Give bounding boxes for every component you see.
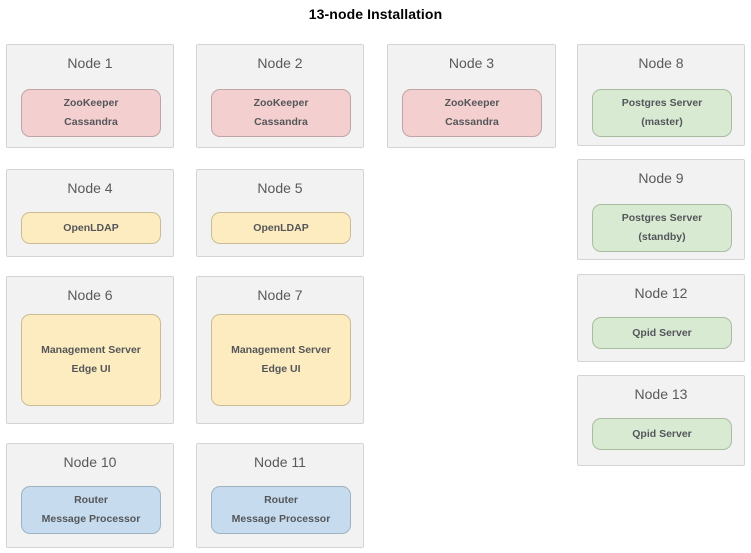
service-label: (master) xyxy=(641,116,683,128)
node-label: Node 5 xyxy=(257,180,303,196)
node-label: Node 7 xyxy=(257,287,303,303)
service-label: (standby) xyxy=(638,231,686,243)
node-label: Node 8 xyxy=(638,55,684,71)
node-label: Node 13 xyxy=(634,386,688,402)
service-box: OpenLDAP xyxy=(211,212,351,244)
service-label: Qpid Server xyxy=(632,427,692,440)
node-label: Node 4 xyxy=(67,180,113,196)
service-label: Router xyxy=(74,494,108,506)
page-title: 13-node Installation xyxy=(308,6,443,22)
service-box: Qpid Server xyxy=(592,418,732,450)
service-label: ZooKeeper xyxy=(253,97,309,109)
service-box: Postgres Server (standby) xyxy=(592,204,732,252)
node-box: Node 12 Qpid Server xyxy=(577,274,745,362)
service-label: ZooKeeper xyxy=(444,97,500,109)
node-label: Node 1 xyxy=(67,55,113,71)
service-label: Message Processor xyxy=(41,513,141,525)
node-box: Node 9 Postgres Server (standby) xyxy=(577,159,745,260)
service-label: Cassandra xyxy=(254,116,308,128)
node-label: Node 6 xyxy=(67,287,113,303)
service-box: Qpid Server xyxy=(592,317,732,349)
service-label: Postgres Server xyxy=(621,97,703,109)
node-box: Node 8 Postgres Server (master) xyxy=(577,44,745,146)
service-label: Qpid Server xyxy=(632,326,692,339)
service-label: Cassandra xyxy=(64,116,118,128)
service-label: Cassandra xyxy=(445,116,499,128)
service-label: ZooKeeper xyxy=(63,97,119,109)
service-label: Message Processor xyxy=(231,513,331,525)
node-label: Node 12 xyxy=(634,285,688,301)
node-label: Node 9 xyxy=(638,170,684,186)
service-label: Edge UI xyxy=(71,363,111,375)
node-box: Node 5 OpenLDAP xyxy=(196,169,364,257)
node-label: Node 10 xyxy=(63,454,117,470)
node-box: Node 4 OpenLDAP xyxy=(6,169,174,257)
service-box: OpenLDAP xyxy=(21,212,161,244)
node-label: Node 11 xyxy=(254,454,306,470)
service-label: Postgres Server xyxy=(621,212,703,224)
node-label: Node 2 xyxy=(257,55,303,71)
service-label: Router xyxy=(264,494,298,506)
service-label: OpenLDAP xyxy=(63,221,119,234)
service-label: Edge UI xyxy=(261,363,301,375)
service-label: Management Server xyxy=(231,344,331,356)
node-label: Node 3 xyxy=(448,55,495,71)
service-label: Management Server xyxy=(41,344,141,356)
node-box: Node 13 Qpid Server xyxy=(577,375,745,466)
service-box: Postgres Server (master) xyxy=(592,89,732,137)
service-label: OpenLDAP xyxy=(253,221,309,234)
